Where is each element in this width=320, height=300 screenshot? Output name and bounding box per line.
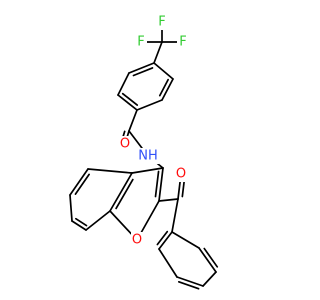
atom-label-o-amide: O bbox=[120, 137, 130, 152]
bond-p4-p5 bbox=[202, 271, 217, 287]
bond-cf-b1 bbox=[153, 41, 163, 64]
bond-c3a-c3 bbox=[131, 167, 164, 174]
bond-c7a-c3a bbox=[109, 172, 133, 212]
bond-b5-b6 bbox=[117, 72, 130, 96]
atom-n-amide: NH bbox=[137, 148, 159, 164]
atom-f2: F bbox=[135, 34, 147, 50]
double-bond-p3-p4 bbox=[177, 281, 200, 290]
bond-c5-c4 bbox=[69, 168, 89, 196]
bond-b1-b2 bbox=[153, 62, 174, 80]
bond-p6-p1 bbox=[171, 231, 200, 249]
atom-label-o-ketone: O bbox=[176, 167, 186, 182]
atom-label-f1: F bbox=[158, 15, 165, 30]
bond-p5-p6 bbox=[198, 247, 217, 273]
double-bond-b6-b1 bbox=[132, 67, 154, 77]
double-bond-p5-p6 bbox=[203, 247, 219, 268]
double-bond-b4-b5 bbox=[121, 92, 139, 106]
bond-c6-c5 bbox=[69, 194, 73, 222]
double-bond-c7-c6 bbox=[74, 217, 88, 227]
bond-b4-b5 bbox=[117, 94, 138, 111]
atom-label-n-amide: NH bbox=[138, 149, 158, 164]
atom-o-ketone: O bbox=[175, 166, 187, 182]
atom-labels: F F F O NH O O bbox=[119, 14, 189, 248]
bond-c3-c2 bbox=[158, 167, 164, 202]
atom-f3: F bbox=[177, 34, 189, 50]
bonds bbox=[69, 21, 219, 290]
atom-f1: F bbox=[156, 14, 168, 30]
double-bond-b2-b3 bbox=[158, 78, 169, 97]
double-bond-c3-c2 bbox=[154, 170, 160, 198]
bond-p3-p4 bbox=[176, 276, 204, 287]
bond-ck-p1 bbox=[171, 198, 179, 233]
bond-c4-c3a bbox=[87, 168, 133, 174]
atom-label-o-furan: O bbox=[132, 233, 142, 248]
bond-p2-p3 bbox=[158, 248, 178, 278]
bond-c7a-c7 bbox=[85, 210, 111, 231]
double-bond-p1-p2 bbox=[156, 230, 169, 246]
double-bond-c7a-c3a bbox=[115, 178, 134, 210]
bond-p1-p2 bbox=[158, 231, 173, 250]
atom-label-f2: F bbox=[137, 35, 144, 50]
atom-label-f3: F bbox=[179, 35, 186, 50]
bond-b3-b4 bbox=[136, 99, 163, 111]
bond-b4-ca bbox=[128, 109, 138, 132]
atom-o-amide: O bbox=[119, 136, 131, 152]
bond-c7-c6 bbox=[71, 220, 87, 231]
atom-o-furan: O bbox=[131, 232, 143, 248]
chemical-structure-diagram: F F F O NH O O bbox=[69, 14, 219, 290]
bond-b2-b3 bbox=[161, 78, 174, 101]
bond-b6-b1 bbox=[128, 62, 155, 74]
bond-c2-ck bbox=[158, 198, 179, 202]
double-bond-c5-c4 bbox=[74, 173, 90, 196]
